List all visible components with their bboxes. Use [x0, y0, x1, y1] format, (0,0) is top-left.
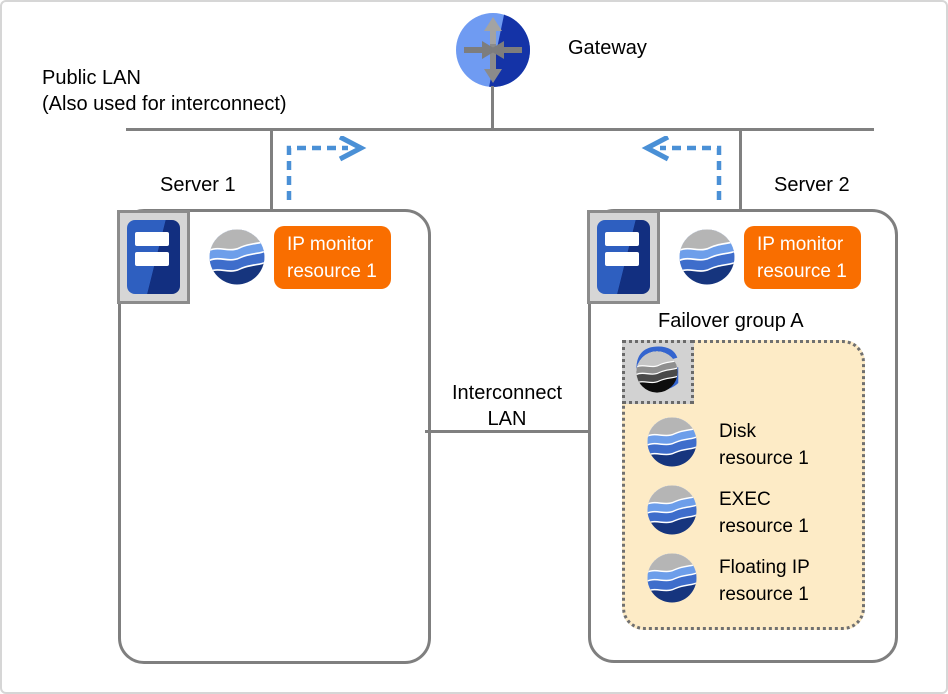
failover-group-sphere-icon: [636, 351, 678, 393]
ip-monitor-badge-line2: resource 1: [757, 261, 847, 282]
floating-ip-resource-icon: [647, 553, 697, 603]
resource-label-line2: resource 1: [719, 448, 809, 469]
disk-resource-label: Disk resource 1: [719, 418, 809, 472]
server2-hardware-icon: [587, 210, 660, 304]
ip-monitor-badge-line2: resource 1: [287, 261, 377, 282]
monitor-resource-icon-server2: [679, 229, 735, 285]
ip-monitor-badge-server1: IP monitor resource 1: [274, 226, 391, 289]
server1-lan-drop-line: [270, 131, 273, 209]
ip-monitor-badge-line1: IP monitor: [757, 234, 844, 255]
disk-resource-icon: [647, 417, 697, 467]
resource-label-line1: Floating IP: [719, 557, 810, 578]
server2-lan-drop-line: [739, 131, 742, 209]
exec-resource-label: EXEC resource 1: [719, 486, 809, 540]
failover-group-label: Failover group A: [658, 310, 804, 332]
ip-monitor-badge-server2: IP monitor resource 1: [744, 226, 861, 289]
public-lan-label-line1: Public LAN: [42, 67, 141, 89]
interconnect-lan-label-line1: Interconnect: [451, 382, 563, 404]
failover-group-icon: G: [622, 335, 694, 404]
gateway-stem-line: [491, 86, 494, 130]
server-chassis-shape: [597, 220, 650, 294]
interconnect-lan-label: Interconnect LAN: [427, 380, 587, 432]
resource-label-line1: Disk: [719, 421, 756, 442]
exec-resource-icon: [647, 485, 697, 535]
server2-label: Server 2: [774, 174, 850, 196]
gateway-router-icon: [456, 13, 530, 87]
interconnect-lan-line: [425, 430, 589, 433]
ip-monitor-arrow-server2: [641, 136, 722, 200]
resource-label-line1: EXEC: [719, 489, 771, 510]
public-lan-label: Public LAN (Also used for interconnect): [42, 65, 287, 117]
ip-monitor-arrow-server1: [286, 136, 367, 200]
server1-hardware-icon: [117, 210, 190, 304]
resource-label-line2: resource 1: [719, 516, 809, 537]
interconnect-lan-label-line2: LAN: [487, 408, 527, 430]
server1-label: Server 1: [160, 174, 236, 196]
resource-label-line2: resource 1: [719, 584, 809, 605]
server-chassis-shape: [127, 220, 180, 294]
public-lan-line: [126, 128, 874, 131]
monitor-resource-icon-server1: [209, 229, 265, 285]
ip-monitor-badge-line1: IP monitor: [287, 234, 374, 255]
gateway-label: Gateway: [568, 37, 647, 59]
floating-ip-resource-label: Floating IP resource 1: [719, 554, 810, 608]
public-lan-label-line2: (Also used for interconnect): [42, 93, 287, 115]
